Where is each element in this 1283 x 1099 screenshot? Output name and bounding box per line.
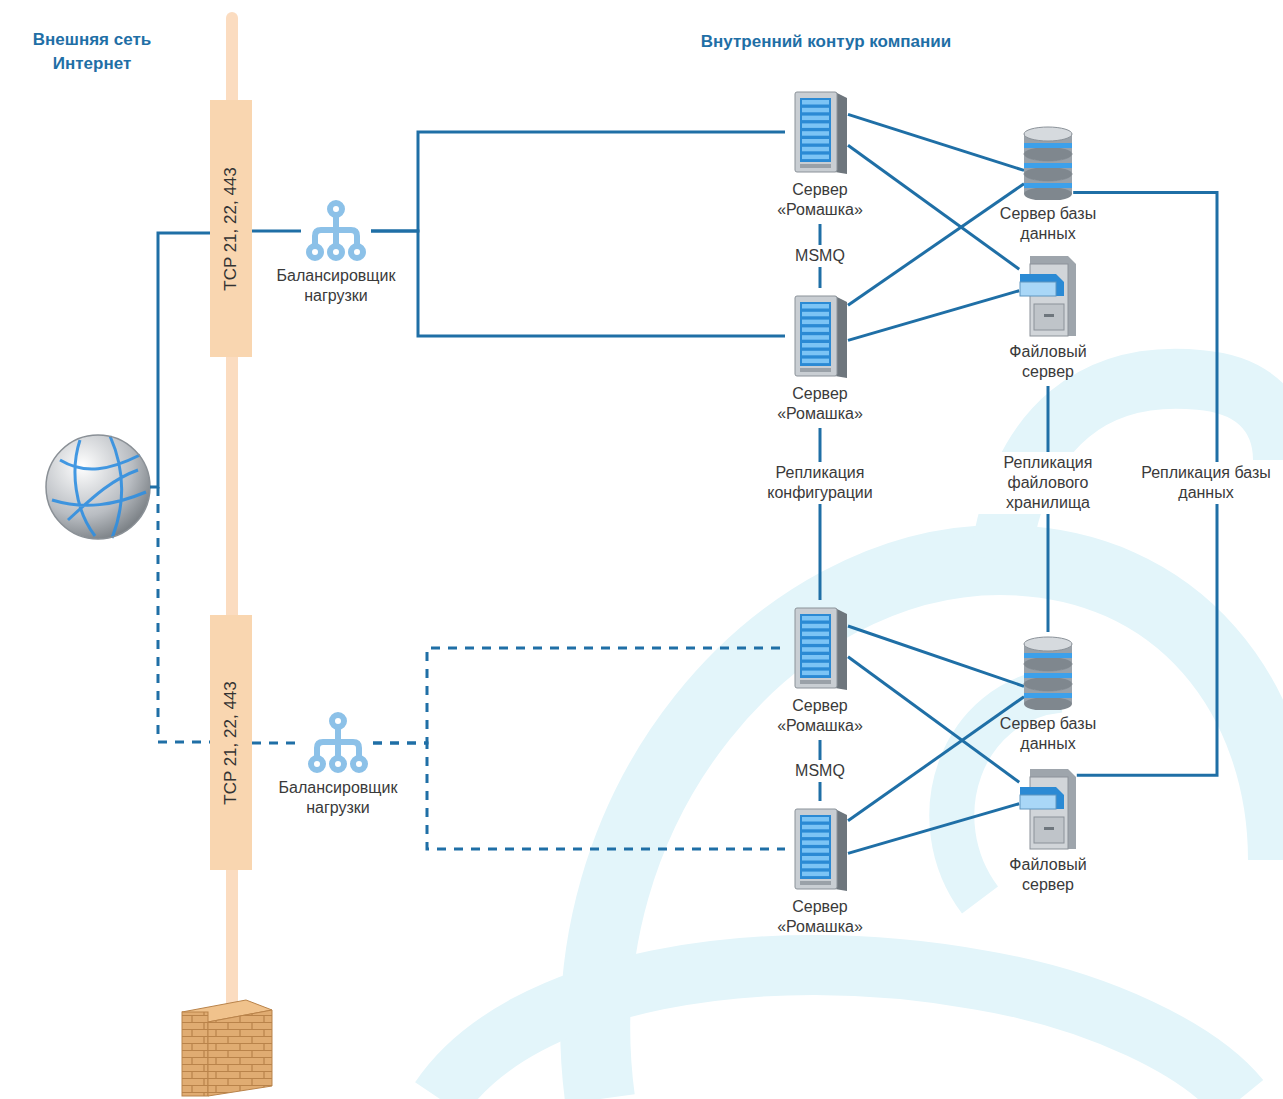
server-icon [785,88,855,176]
edge-label: MSMQ [792,245,848,267]
connector [848,804,1019,854]
port-list: TCP 21, 22, 443 [221,681,241,805]
connector [848,184,1024,306]
connector [373,648,785,743]
node-caption: Сервер «Ромашка» [765,180,875,220]
node-caption: Сервер «Ромашка» [765,384,875,424]
database-server: Сервер базы данных [993,126,1103,244]
connector [371,132,785,231]
file-server: Файловый сервер [998,765,1098,895]
node-caption: Балансировщик нагрузки [273,778,403,818]
load-balancer: Балансировщик нагрузки [271,200,401,306]
edge-label: Репликация базы данных [1133,462,1279,504]
app-server: Сервер «Ромашка» [765,805,875,937]
connector [848,114,1024,170]
node-caption: Файловый сервер [998,855,1098,895]
connector [848,697,1024,821]
db-icon [1018,636,1078,710]
internet-wires [150,233,210,742]
fs-icon [1016,765,1080,851]
edge-label: Репликация конфигурации [747,462,893,504]
node-caption: Сервер «Ромашка» [765,696,875,736]
server-icon [785,292,855,380]
globe-icon [46,435,150,539]
connector [252,230,301,233]
watermark [440,379,1283,1099]
node-caption: Файловый сервер [998,342,1098,382]
port-band: TCP 21, 22, 443 [210,100,252,357]
node-caption: Сервер базы данных [993,714,1103,754]
server-icon [785,805,855,893]
connector [819,428,822,600]
file-server: Файловый сервер [998,252,1098,382]
bal-icon [301,200,371,262]
connector [848,291,1019,341]
section-heading: Внешняя сеть Интернет [7,28,177,76]
node-caption: Сервер базы данных [993,204,1103,244]
bal-icon [303,712,373,774]
node-caption: Балансировщик нагрузки [271,266,401,306]
section-heading: Внутренний контур компании [616,30,1036,54]
firewall-icon [182,1000,272,1096]
port-list: TCP 21, 22, 443 [221,167,241,291]
database-server: Сервер базы данных [993,636,1103,754]
node-caption: Сервер «Ромашка» [765,897,875,937]
connector [252,742,303,745]
fs-icon [1016,252,1080,338]
connector [371,231,785,336]
app-server: Сервер «Ромашка» [765,292,875,424]
server-icon [785,604,855,692]
load-balancer: Балансировщик нагрузки [273,712,403,818]
db-icon [1018,126,1078,200]
edge-label: Репликация файлового хранилища [975,452,1121,514]
edge-label: MSMQ [792,760,848,782]
app-server: Сервер «Ромашка» [765,604,875,736]
port-band: TCP 21, 22, 443 [210,615,252,870]
connector [373,743,785,849]
connector [848,145,1019,269]
app-server: Сервер «Ромашка» [765,88,875,220]
